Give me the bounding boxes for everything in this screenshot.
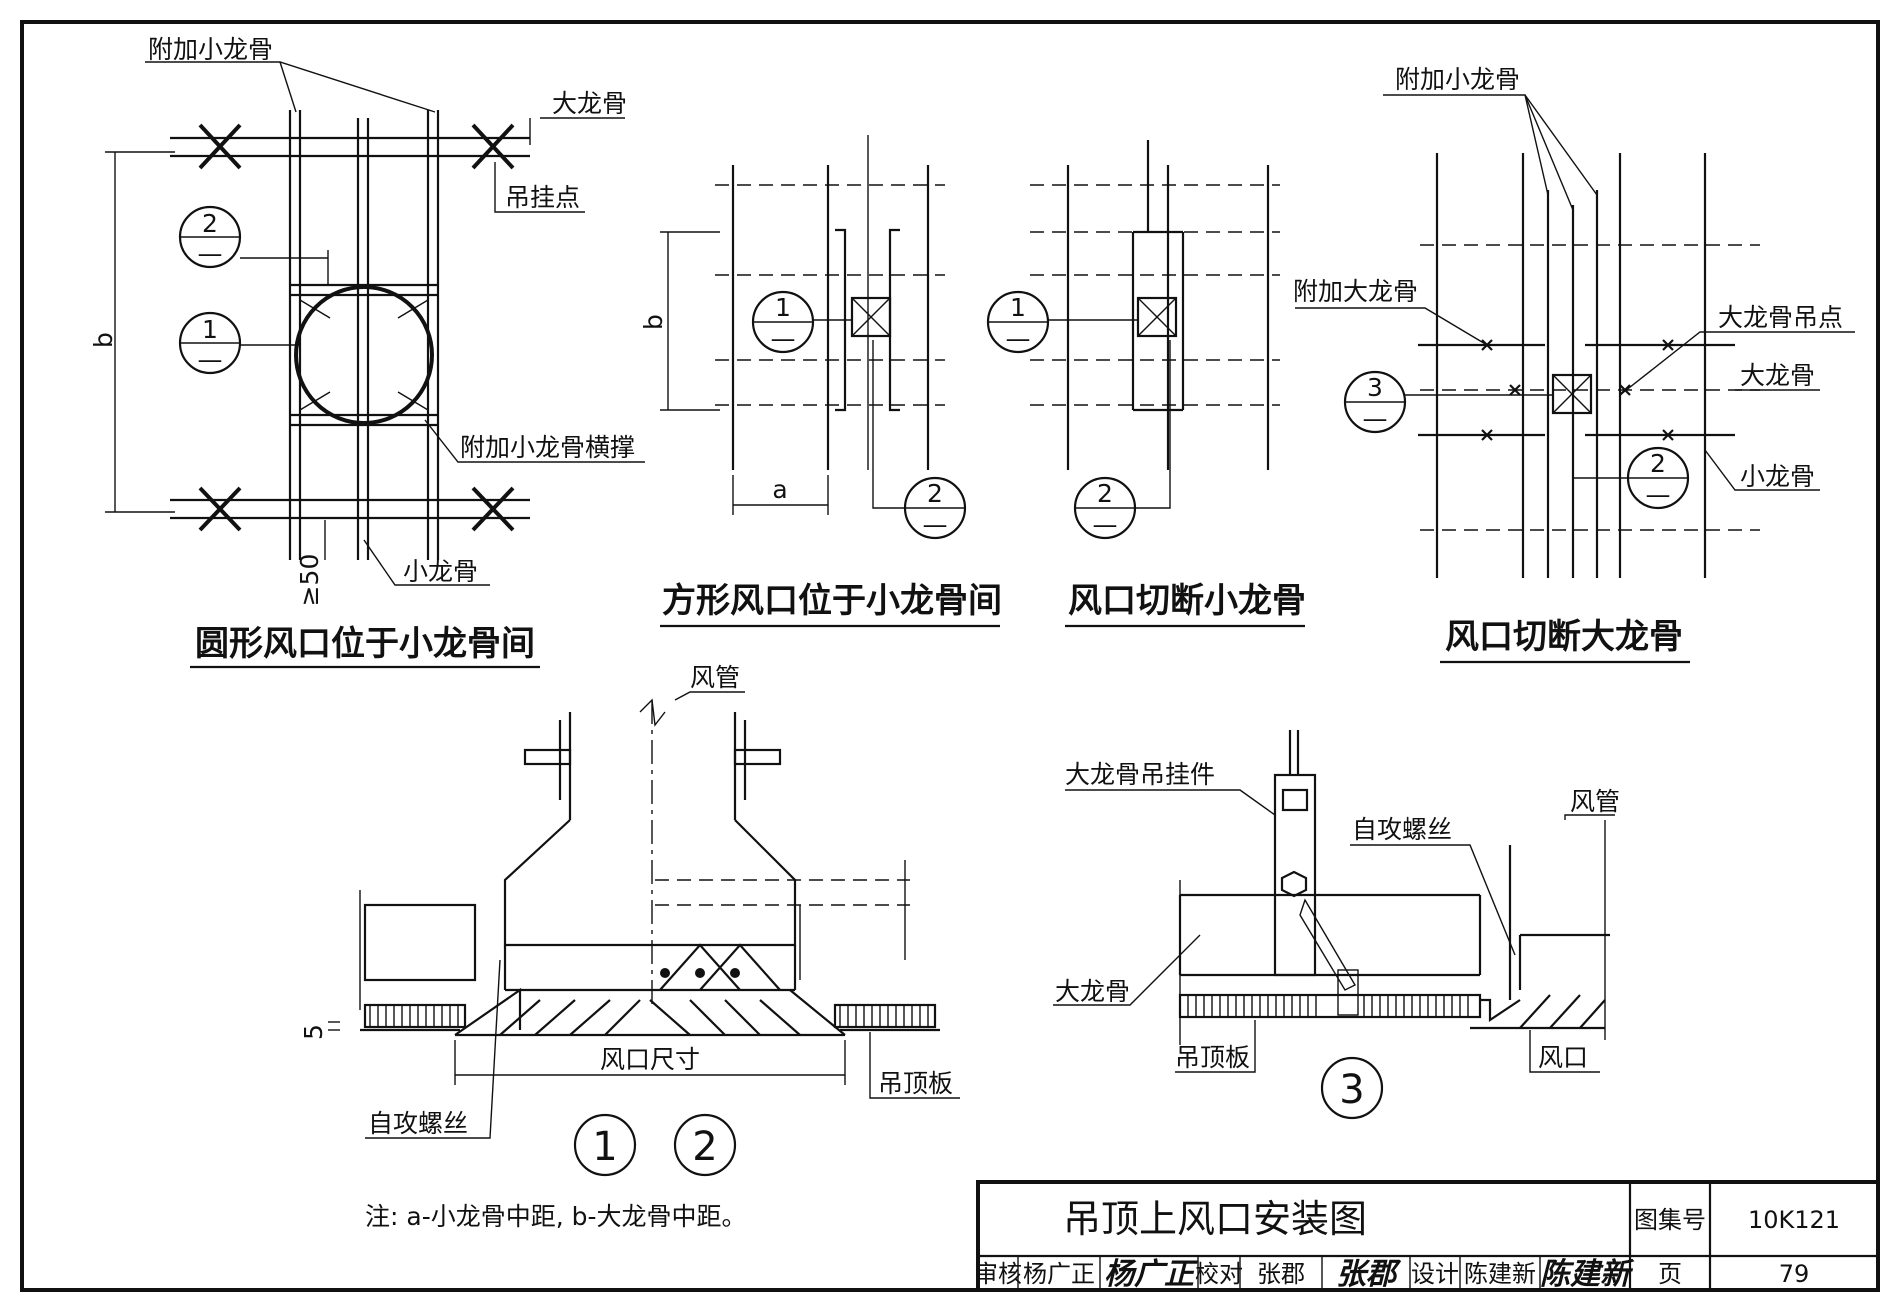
sec3-label-screw: 自攻螺丝 <box>1352 815 1452 844</box>
cut-small-outlet-box <box>1136 296 1178 338</box>
atlas-label: 图集号 <box>1634 1206 1706 1234</box>
svg-text:2: 2 <box>1650 449 1666 478</box>
check-label: 校对 <box>1195 1260 1243 1288</box>
cut-main-label-extra-main: 附加大龙骨 <box>1293 277 1418 306</box>
cut-main-outlet-box <box>1551 373 1593 415</box>
round-label-extra-small: 附加小龙骨 <box>148 35 273 64</box>
square-callout-2: 2 — <box>872 340 967 540</box>
svg-text:1: 1 <box>592 1124 617 1170</box>
svg-text:—: — <box>923 510 948 539</box>
outlet-diffuser-vanes <box>499 999 801 1036</box>
hanger-point-marks <box>198 123 515 532</box>
checker-signature: 张郡 <box>1336 1257 1402 1292</box>
svg-text:1: 1 <box>1010 293 1026 322</box>
designer-signature: 陈建新 <box>1540 1257 1635 1292</box>
page-number: 79 <box>1779 1260 1810 1288</box>
svg-text:—: — <box>198 345 223 374</box>
round-dim-50: ≥50 <box>295 554 324 607</box>
sec12-label-screw: 自攻螺丝 <box>368 1109 468 1138</box>
svg-text:2: 2 <box>927 479 943 508</box>
cut-small-keel-view: 1 — 2 — 风口切断小龙骨 <box>986 140 1306 628</box>
round-callout-2: 2 — <box>178 205 329 285</box>
sec12-dim-5: 5 <box>299 1024 328 1040</box>
svg-text:3: 3 <box>1339 1067 1364 1113</box>
section-mark-3: 3 <box>1320 1056 1384 1120</box>
cut-main-callout-2: 2 — <box>1572 413 1690 510</box>
round-label-main: 大龙骨 <box>552 89 627 118</box>
sec12-label-board: 吊顶板 <box>878 1069 953 1098</box>
svg-text:—: — <box>771 324 796 353</box>
design-label: 设计 <box>1411 1260 1459 1288</box>
sec3-label-board: 吊顶板 <box>1175 1043 1250 1072</box>
round-label-small: 小龙骨 <box>403 557 478 586</box>
svg-text:1: 1 <box>202 315 218 344</box>
drawing-title: 吊顶上风口安装图 <box>1063 1197 1367 1241</box>
svg-text:—: — <box>1006 324 1031 353</box>
reviewer-name: 杨广正 <box>1023 1260 1095 1288</box>
square-view-title: 方形风口位于小龙骨间 <box>662 581 1002 621</box>
svg-text:—: — <box>1093 510 1118 539</box>
cut-main-label-extra-small: 附加小龙骨 <box>1395 65 1520 94</box>
square-callout-1: 1 — <box>751 290 852 354</box>
atlas-number: 10K121 <box>1748 1206 1840 1234</box>
section-1-2: 5 风口尺寸 风管 自攻螺丝 吊顶板 1 2 <box>299 663 960 1177</box>
sec3-label-hanger: 大龙骨吊挂件 <box>1065 760 1215 789</box>
title-block: 吊顶上风口安装图 图集号 10K121 页 79 审核 杨广正 杨广正 校对 张… <box>974 1180 1880 1292</box>
sec3-label-outlet: 风口 <box>1538 1043 1588 1072</box>
square-dim-a: a <box>772 475 787 504</box>
svg-text:—: — <box>198 239 223 268</box>
sec12-label-size: 风口尺寸 <box>600 1045 700 1074</box>
ceiling-board-hatch <box>369 1006 929 1026</box>
sec12-label-duct: 风管 <box>690 663 740 692</box>
page-label: 页 <box>1658 1260 1682 1288</box>
square-outlet-box <box>850 296 892 338</box>
round-label-hanger: 吊挂点 <box>505 183 580 212</box>
cut-small-callout-1: 1 — <box>986 290 1138 354</box>
cut-main-label-main-hanger: 大龙骨吊点 <box>1718 303 1843 332</box>
square-dim-b: b <box>639 314 668 330</box>
sec3-label-duct: 风管 <box>1570 787 1620 816</box>
svg-text:—: — <box>1646 480 1671 509</box>
section-mark-2: 2 <box>673 1113 737 1177</box>
cut-main-label-small: 小龙骨 <box>1740 462 1815 491</box>
reviewer-signature: 杨广正 <box>1104 1257 1198 1292</box>
round-outlet-view: b ≥50 附加小龙骨 大龙骨 吊挂点 附加小龙骨横撑 小龙骨 2 — 1 — … <box>89 35 645 669</box>
cut-main-label-main: 大龙骨 <box>1740 361 1815 390</box>
round-dim-b: b <box>89 332 118 348</box>
svg-text:1: 1 <box>775 293 791 322</box>
svg-text:3: 3 <box>1367 373 1383 402</box>
round-callout-1: 1 — <box>178 311 300 375</box>
cut-main-keel-view: 附加小龙骨 附加大龙骨 大龙骨吊点 大龙骨 小龙骨 3 — 2 — 风口切断大龙… <box>1293 65 1855 664</box>
svg-text:—: — <box>1363 404 1388 433</box>
checker-name: 张郡 <box>1257 1260 1305 1288</box>
cut-main-callout-3: 3 — <box>1343 370 1553 434</box>
round-label-brace: 附加小龙骨横撑 <box>460 433 635 462</box>
review-label: 审核 <box>974 1260 1022 1288</box>
sec3-label-main: 大龙骨 <box>1055 977 1130 1006</box>
section-mark-1: 1 <box>573 1113 637 1177</box>
section-3: 大龙骨吊挂件 自攻螺丝 风管 大龙骨 吊顶板 风口 3 <box>1053 730 1620 1120</box>
svg-text:2: 2 <box>1097 479 1113 508</box>
svg-text:2: 2 <box>692 1124 717 1170</box>
cut-small-view-title: 风口切断小龙骨 <box>1068 581 1306 621</box>
cut-small-callout-2: 2 — <box>1073 340 1171 540</box>
sheet-border <box>20 20 1880 1292</box>
note-text: 注: a-小龙骨中距, b-大龙骨中距。 <box>365 1202 747 1231</box>
round-view-title: 圆形风口位于小龙骨间 <box>195 624 535 664</box>
cut-main-view-title: 风口切断大龙骨 <box>1445 617 1683 657</box>
svg-text:2: 2 <box>202 209 218 238</box>
round-outlet-circle <box>294 285 434 425</box>
square-outlet-view: b a 1 — 2 — 方形风口位于小龙骨间 <box>639 135 1002 628</box>
designer-name: 陈建新 <box>1464 1260 1536 1288</box>
